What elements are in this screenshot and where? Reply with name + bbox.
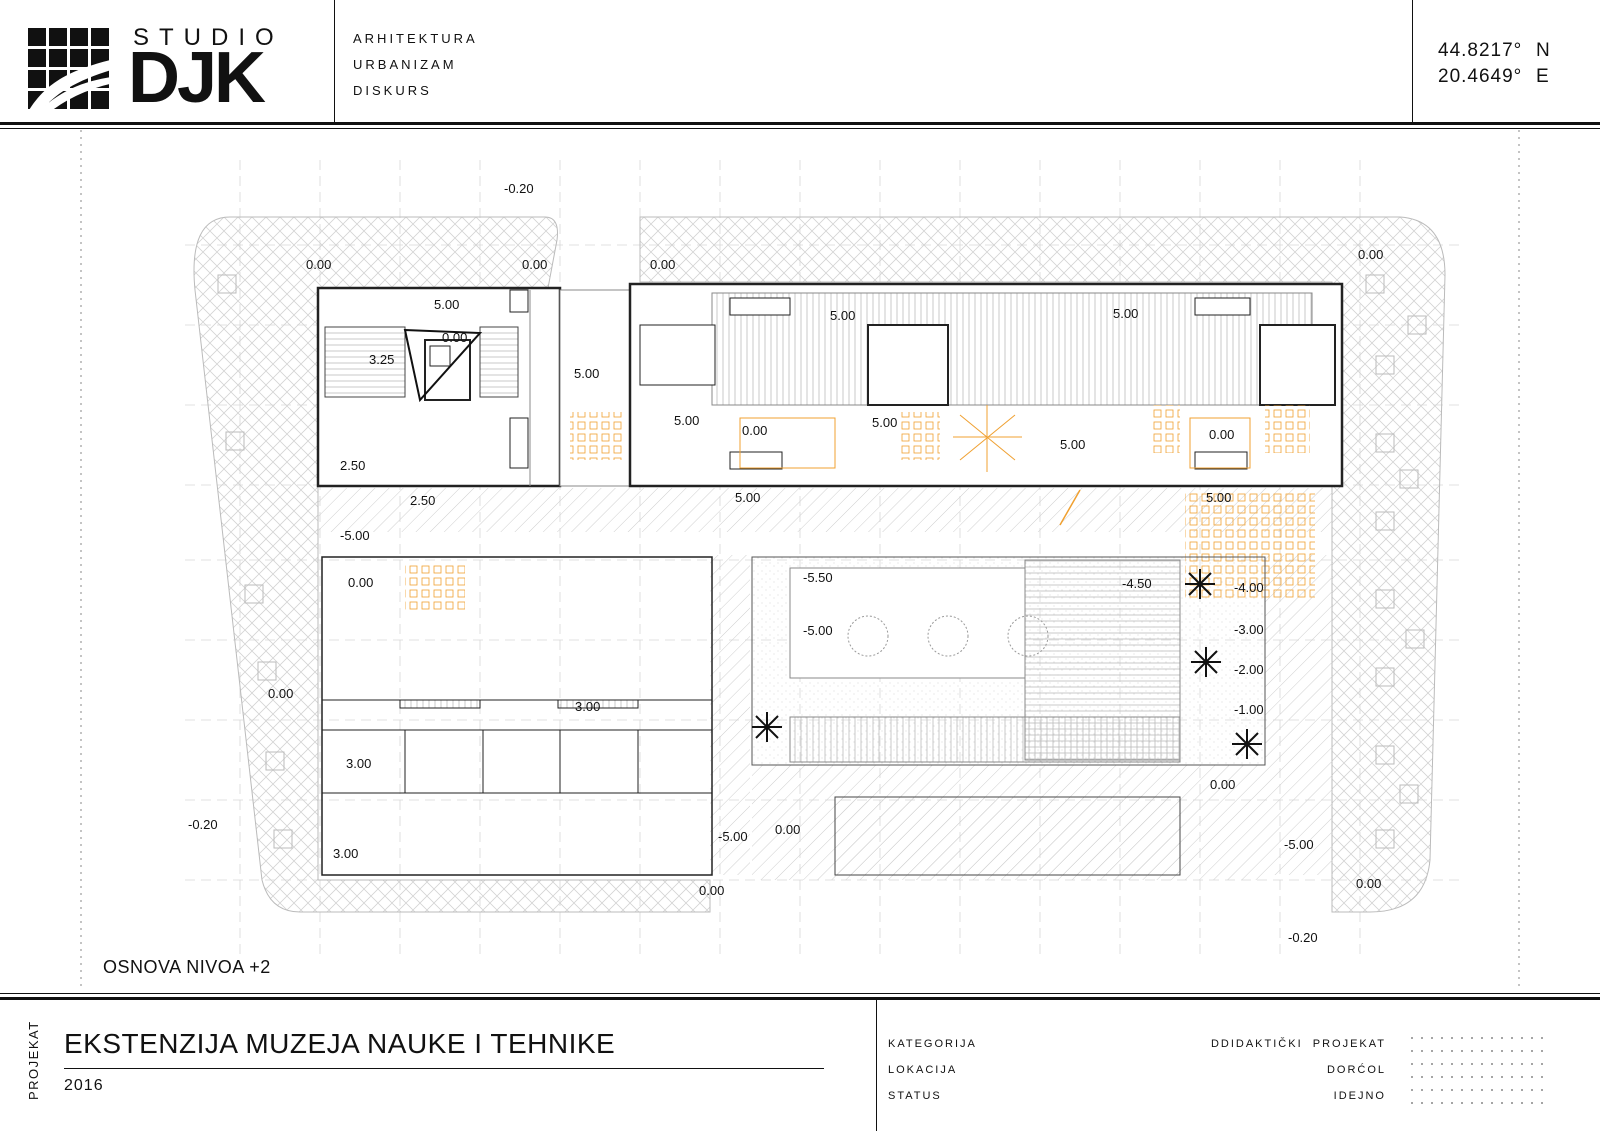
sunken-courtyard [751,556,1266,766]
logo-grid-icon [28,28,118,112]
seating-area [1265,405,1310,453]
seating-area [405,565,465,610]
logo-studio-text: STUDIO [133,24,284,51]
title-header: STUDIO DJK ARHITEKTURA URBANIZAM DISKURS… [0,0,1600,124]
level-label: -3.00 [1234,622,1264,637]
level-label: 0.00 [1210,777,1235,792]
header-divider [1412,0,1413,124]
footer-rule [0,997,1600,1000]
level-label: 0.00 [522,257,547,272]
level-label: 5.00 [574,366,599,381]
pavement-area [193,216,711,913]
title-underline [64,1068,824,1069]
upper-right-block [628,282,1344,488]
level-label: 0.00 [442,330,467,345]
level-label: -5.00 [718,829,748,844]
value-category: DDIDAKTIČKI PROJEKAT [1210,1038,1386,1050]
label-location: LOKACIJA [888,1064,958,1076]
level-label: 0.00 [1209,427,1234,442]
plan-caption: OSNOVA NIVOA +2 [103,957,271,977]
label-status: STATUS [888,1090,942,1102]
level-labels: -0.20 0.00 0.00 0.00 0.00 5.00 0.00 3.25… [188,181,1383,945]
level-label: 0.00 [306,257,331,272]
project-side-label: PROJEKAT [26,1020,41,1100]
category-urbanism: URBANIZAM [353,57,457,72]
level-label: -5.00 [1284,837,1314,852]
lower-left-hall [321,556,713,876]
level-label: -0.20 [188,817,218,832]
level-label: 3.25 [369,352,394,367]
project-year: 2016 [64,1077,104,1094]
level-label: 0.00 [268,686,293,701]
level-label: 0.00 [1356,876,1381,891]
level-label: 5.00 [1113,306,1138,321]
header-rule-thin [0,128,1600,129]
level-label: -4.00 [1234,580,1264,595]
level-label: -5.00 [340,528,370,543]
header-divider [334,0,335,124]
pavement-area [639,216,1446,913]
footer-divider [876,1000,877,1131]
longitude-direction: E [1536,66,1550,87]
level-label: 5.00 [434,297,459,312]
planter-squares [217,274,1427,849]
floor-plan-drawing: -0.20 0.00 0.00 0.00 0.00 5.00 0.00 3.25… [80,130,1520,990]
level-label: 0.00 [348,575,373,590]
level-label: 0.00 [650,257,675,272]
palm-icon [752,569,1262,759]
level-label: 5.00 [872,415,897,430]
seating-area [1150,405,1180,453]
latitude-value: 44.8217° [1438,40,1523,61]
level-label: 5.00 [735,490,760,505]
fan-icon [953,405,1022,472]
value-status: IDEJNO [1333,1090,1386,1102]
level-label: 2.50 [410,493,435,508]
dot-grid-pattern [1410,1036,1550,1106]
level-label: 0.00 [699,883,724,898]
level-label: 3.00 [346,756,371,771]
seating-area [570,412,622,460]
tree-icon [847,615,1049,657]
level-label: 0.00 [1358,247,1383,262]
level-label: -5.00 [803,623,833,638]
level-label: -0.20 [1288,930,1318,945]
ramp-zone [710,555,750,875]
terrace-strip [318,488,1332,532]
longitude-value: 20.4649° [1438,66,1523,87]
level-label: 3.00 [575,699,600,714]
level-label: 5.00 [1206,490,1231,505]
level-label: 0.00 [775,822,800,837]
level-label: -5.50 [803,570,833,585]
category-architecture: ARHITEKTURA [353,31,478,46]
seating-area [900,412,940,460]
value-location: DORĆOL [1326,1064,1386,1076]
latitude-direction: N [1536,40,1551,61]
footer-rule-thin [0,993,1600,994]
level-label: -2.00 [1234,662,1264,677]
level-label: 5.00 [674,413,699,428]
level-label: -4.50 [1122,576,1152,591]
project-title: EKSTENZIJA MUZEJA NAUKE I TEHNIKE [64,1028,616,1059]
level-label: 3.00 [333,846,358,861]
label-category: KATEGORIJA [888,1038,977,1050]
level-label: 5.00 [830,308,855,323]
ramp-zone [1265,555,1333,875]
logo-djk-text: DJK [128,38,266,118]
level-label: -0.20 [504,181,534,196]
level-label: 5.00 [1060,437,1085,452]
level-label: 0.00 [742,423,767,438]
ramp-zone [834,796,1181,876]
level-label: 2.50 [340,458,365,473]
section-marker [1059,489,1081,526]
category-discourse: DISKURS [353,83,432,98]
level-label: -1.00 [1234,702,1264,717]
header-rule [0,122,1600,125]
